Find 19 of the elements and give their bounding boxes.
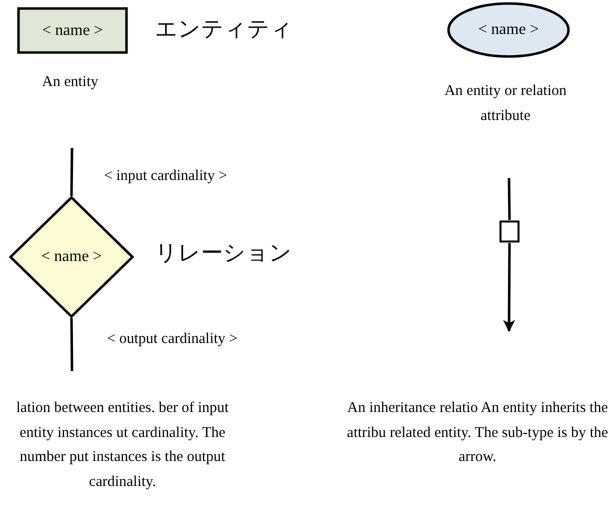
relation-label: リレーション: [155, 240, 292, 268]
relation-diamond: [9, 196, 134, 318]
connector-line: [70, 318, 74, 372]
node-label: An entity: [42, 74, 98, 91]
arrow: [503, 243, 516, 332]
connector-line: [508, 178, 511, 220]
node-name: < name >: [41, 248, 102, 266]
attribute-ellipse: [447, 2, 570, 58]
node-name: < name >: [42, 22, 103, 40]
description-text: lation between entities. ber of input entity instances ut cardinality. The number put instances is the output cardinality.: [15, 399, 230, 492]
description-text: An inheritance relatio An entity inherits the attribu related entity. The sub-type is by the arrow.: [346, 399, 610, 467]
node-label: An entity or relation attribute: [443, 82, 568, 126]
connector-line: [70, 148, 74, 196]
edge-label: < output cardinality >: [107, 331, 238, 348]
node-name: < name >: [478, 21, 539, 39]
small-square: [499, 220, 520, 243]
entity-label: エンティティ: [155, 16, 293, 44]
edge-label: < input cardinality >: [104, 168, 228, 185]
entity-box: [17, 7, 128, 54]
